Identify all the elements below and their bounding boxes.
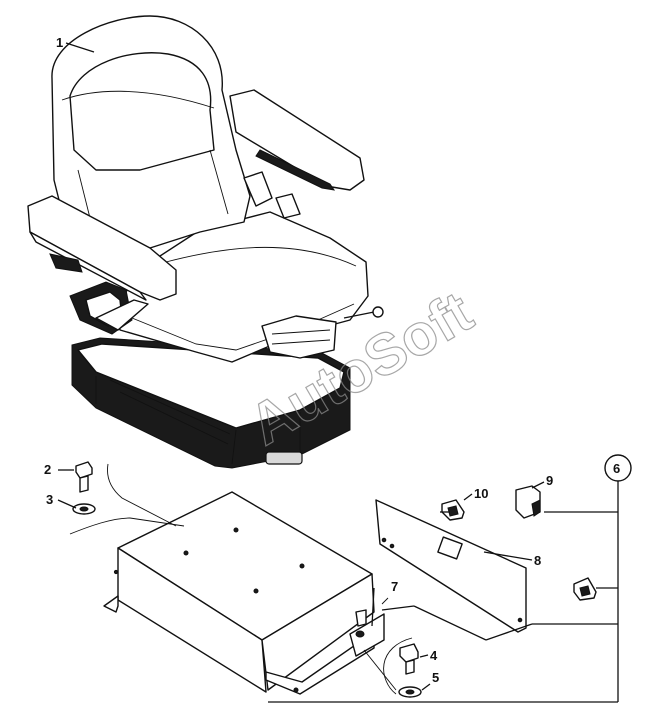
- callout-10: 10: [474, 486, 488, 501]
- clip-part-9: [515, 481, 545, 519]
- callout-1: 1: [56, 35, 63, 50]
- seat-assembly: [27, 15, 384, 469]
- side-panel: [375, 499, 533, 633]
- clip-part-10: [441, 493, 473, 521]
- bolt-and-washer-right: [363, 637, 431, 698]
- bolt-and-nut-right: [355, 587, 389, 638]
- callout-7: 7: [391, 579, 398, 594]
- callout-4: 4: [430, 648, 438, 663]
- callout-6: 6: [613, 461, 620, 476]
- seat-base-box: [103, 491, 385, 695]
- callout-8: 8: [534, 553, 541, 568]
- bolt-and-washer-left: [57, 461, 185, 535]
- callout-2: 2: [44, 462, 51, 477]
- clip-right: [573, 577, 597, 601]
- callout-9: 9: [546, 473, 553, 488]
- callout-3: 3: [46, 492, 53, 507]
- group-bracket-6: [268, 454, 632, 703]
- callout-5: 5: [432, 670, 439, 685]
